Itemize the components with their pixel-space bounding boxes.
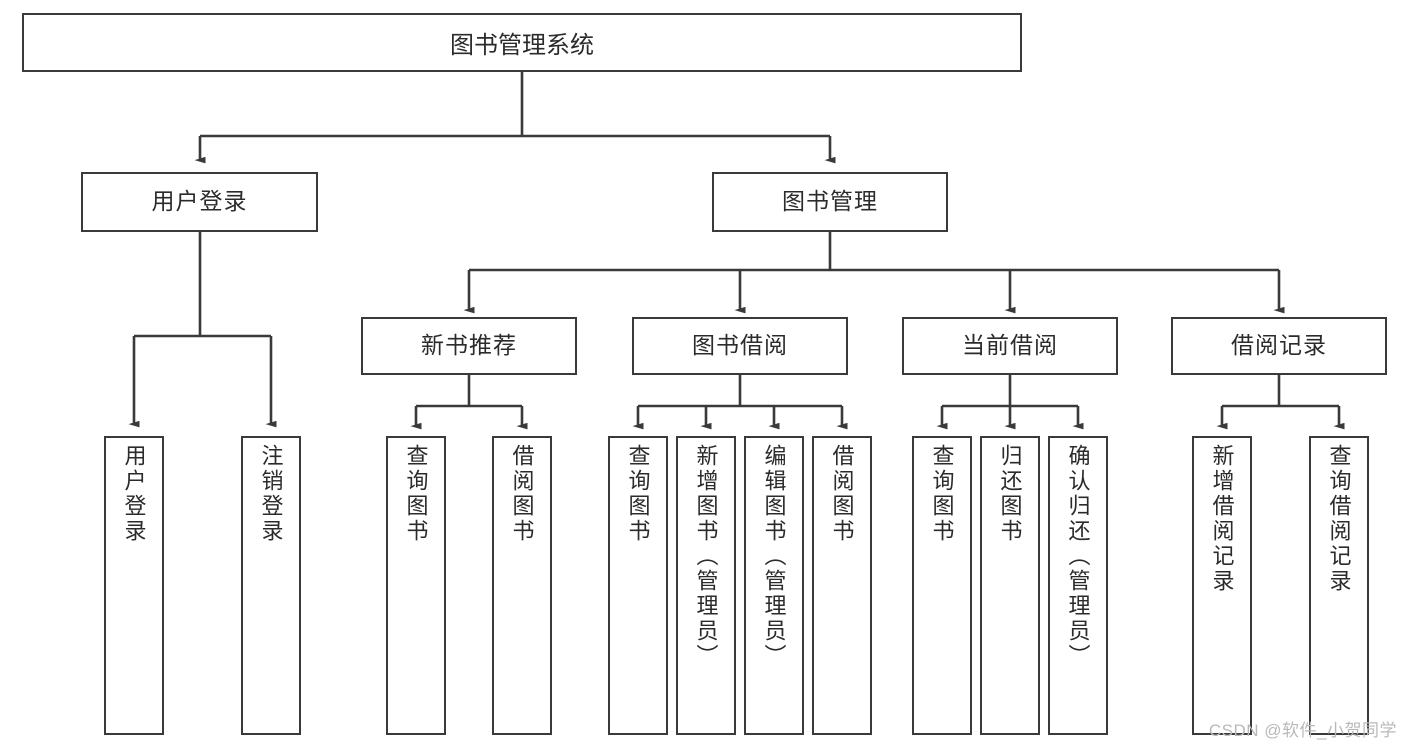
node-leaf-borrow-book-1-label: 借阅图书 (509, 444, 535, 544)
node-leaf-query-book-1[interactable]: 查询图书 (386, 436, 446, 735)
node-leaf-confirm-return-label: 确认归还（管理员） (1065, 444, 1091, 669)
node-current-borrow-label: 当前借阅 (962, 332, 1058, 359)
node-book-borrow[interactable]: 图书借阅 (632, 317, 848, 375)
node-new-book-recommend-label: 新书推荐 (421, 332, 517, 359)
node-leaf-edit-book-label: 编辑图书（管理员） (761, 444, 787, 669)
node-leaf-return-book[interactable]: 归还图书 (980, 436, 1040, 735)
node-leaf-add-borrow-record[interactable]: 新增借阅记录 (1192, 436, 1252, 735)
node-leaf-query-book-1-label: 查询图书 (403, 444, 429, 544)
node-current-borrow[interactable]: 当前借阅 (902, 317, 1118, 375)
node-leaf-edit-book[interactable]: 编辑图书（管理员） (744, 436, 804, 735)
node-leaf-confirm-return[interactable]: 确认归还（管理员） (1048, 436, 1108, 735)
node-leaf-add-book-label: 新增图书（管理员） (693, 444, 719, 669)
node-leaf-borrow-book-2-label: 借阅图书 (829, 444, 855, 544)
node-leaf-logout-login[interactable]: 注销登录 (241, 436, 301, 735)
node-leaf-query-book-2-label: 查询图书 (625, 444, 651, 544)
node-borrow-record-label: 借阅记录 (1231, 332, 1327, 359)
node-book-management-label: 图书管理 (782, 188, 878, 215)
node-leaf-borrow-book-2[interactable]: 借阅图书 (812, 436, 872, 735)
node-leaf-add-book[interactable]: 新增图书（管理员） (676, 436, 736, 735)
node-user-login[interactable]: 用户登录 (81, 172, 318, 232)
node-leaf-query-book-3-label: 查询图书 (929, 444, 955, 544)
node-leaf-logout-login-label: 注销登录 (258, 444, 284, 544)
watermark-text: CSDN @软件_小贺同学 (1208, 721, 1397, 740)
node-leaf-add-borrow-record-label: 新增借阅记录 (1209, 444, 1235, 594)
node-root-system[interactable]: 图书管理系统 (22, 13, 1022, 72)
node-leaf-return-book-label: 归还图书 (997, 444, 1023, 544)
node-leaf-query-book-3[interactable]: 查询图书 (912, 436, 972, 735)
node-book-borrow-label: 图书借阅 (692, 332, 788, 359)
node-leaf-user-login-label: 用户登录 (121, 444, 147, 544)
node-root-system-label: 图书管理系统 (450, 32, 594, 59)
node-leaf-borrow-book-1[interactable]: 借阅图书 (492, 436, 552, 735)
node-leaf-query-borrow-record[interactable]: 查询借阅记录 (1309, 436, 1369, 735)
node-book-management[interactable]: 图书管理 (712, 172, 948, 232)
node-leaf-query-book-2[interactable]: 查询图书 (608, 436, 668, 735)
node-leaf-user-login[interactable]: 用户登录 (104, 436, 164, 735)
node-user-login-label: 用户登录 (151, 188, 248, 215)
node-new-book-recommend[interactable]: 新书推荐 (361, 317, 577, 375)
node-borrow-record[interactable]: 借阅记录 (1171, 317, 1387, 375)
node-leaf-query-borrow-record-label: 查询借阅记录 (1326, 444, 1352, 594)
